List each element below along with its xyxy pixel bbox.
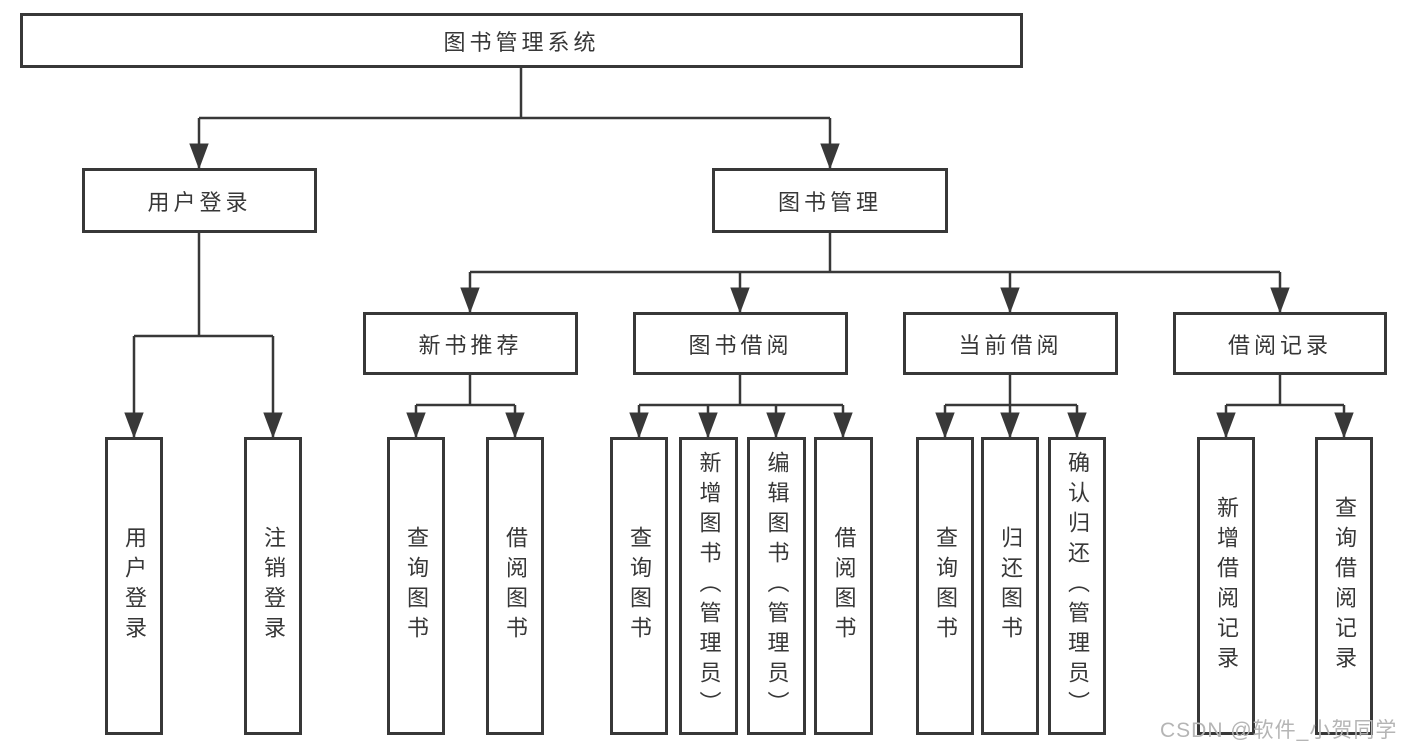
leaf-confirm-return-admin: 确认归还（管理员） [1048, 437, 1106, 735]
node-new-book-recommend: 新书推荐 [363, 312, 578, 375]
node-label: 查询图书 [627, 526, 652, 646]
leaf-query-book-2: 查询图书 [610, 437, 668, 735]
node-label: 查询借阅记录 [1332, 496, 1357, 676]
leaf-edit-book-admin: 编辑图书（管理员） [747, 437, 806, 735]
node-label: 借阅图书 [831, 526, 857, 646]
leaf-query-book-3: 查询图书 [916, 437, 974, 735]
leaf-add-borrow-record: 新增借阅记录 [1197, 437, 1255, 735]
leaf-query-borrow-record: 查询借阅记录 [1315, 437, 1373, 735]
leaf-logout-login: 注销登录 [244, 437, 302, 735]
connector-user-login-children [134, 233, 273, 437]
node-current-borrowing: 当前借阅 [903, 312, 1118, 375]
node-book-borrowing: 图书借阅 [633, 312, 848, 375]
node-label: 当前借阅 [958, 332, 1063, 358]
node-label: 借阅图书 [503, 526, 528, 646]
node-label: 图书管理 [777, 189, 882, 215]
node-label: 查询图书 [404, 526, 429, 646]
node-label: 新书推荐 [418, 332, 523, 358]
leaf-borrow-book-2: 借阅图书 [814, 437, 873, 735]
node-label: 归还图书 [998, 526, 1023, 646]
node-user-login: 用户登录 [82, 168, 317, 233]
connector-book-borrow-children [639, 375, 843, 437]
leaf-return-book: 归还图书 [981, 437, 1039, 735]
connector-borrow-record-children [1226, 375, 1344, 437]
connector-root-to-level2 [199, 68, 830, 168]
csdn-watermark: CSDN @软件_小贺同学 [1160, 719, 1398, 742]
leaf-user-login: 用户登录 [105, 437, 163, 735]
node-book-management: 图书管理 [712, 168, 948, 233]
node-label: 借阅记录 [1227, 332, 1332, 358]
node-library-management-system: 图书管理系统 [20, 13, 1023, 68]
node-label: 编辑图书（管理员） [764, 451, 790, 721]
node-label: 注销登录 [261, 526, 286, 646]
leaf-add-book-admin: 新增图书（管理员） [679, 437, 738, 735]
node-label: 新增借阅记录 [1214, 496, 1239, 676]
node-label: 用户登录 [122, 526, 147, 646]
connector-new-book-children [416, 375, 515, 437]
leaf-query-book-1: 查询图书 [387, 437, 445, 735]
node-borrowing-records: 借阅记录 [1173, 312, 1387, 375]
connector-book-management-children [470, 233, 1280, 312]
node-label: 图书借阅 [688, 332, 793, 358]
node-label: 查询图书 [933, 526, 958, 646]
node-label: 用户登录 [147, 189, 252, 215]
leaf-borrow-book-1: 借阅图书 [486, 437, 544, 735]
node-label: 确认归还（管理员） [1065, 451, 1090, 721]
node-label: 新增图书（管理员） [696, 451, 722, 721]
node-label: 图书管理系统 [443, 29, 600, 55]
connector-current-borrow-children [945, 375, 1077, 437]
